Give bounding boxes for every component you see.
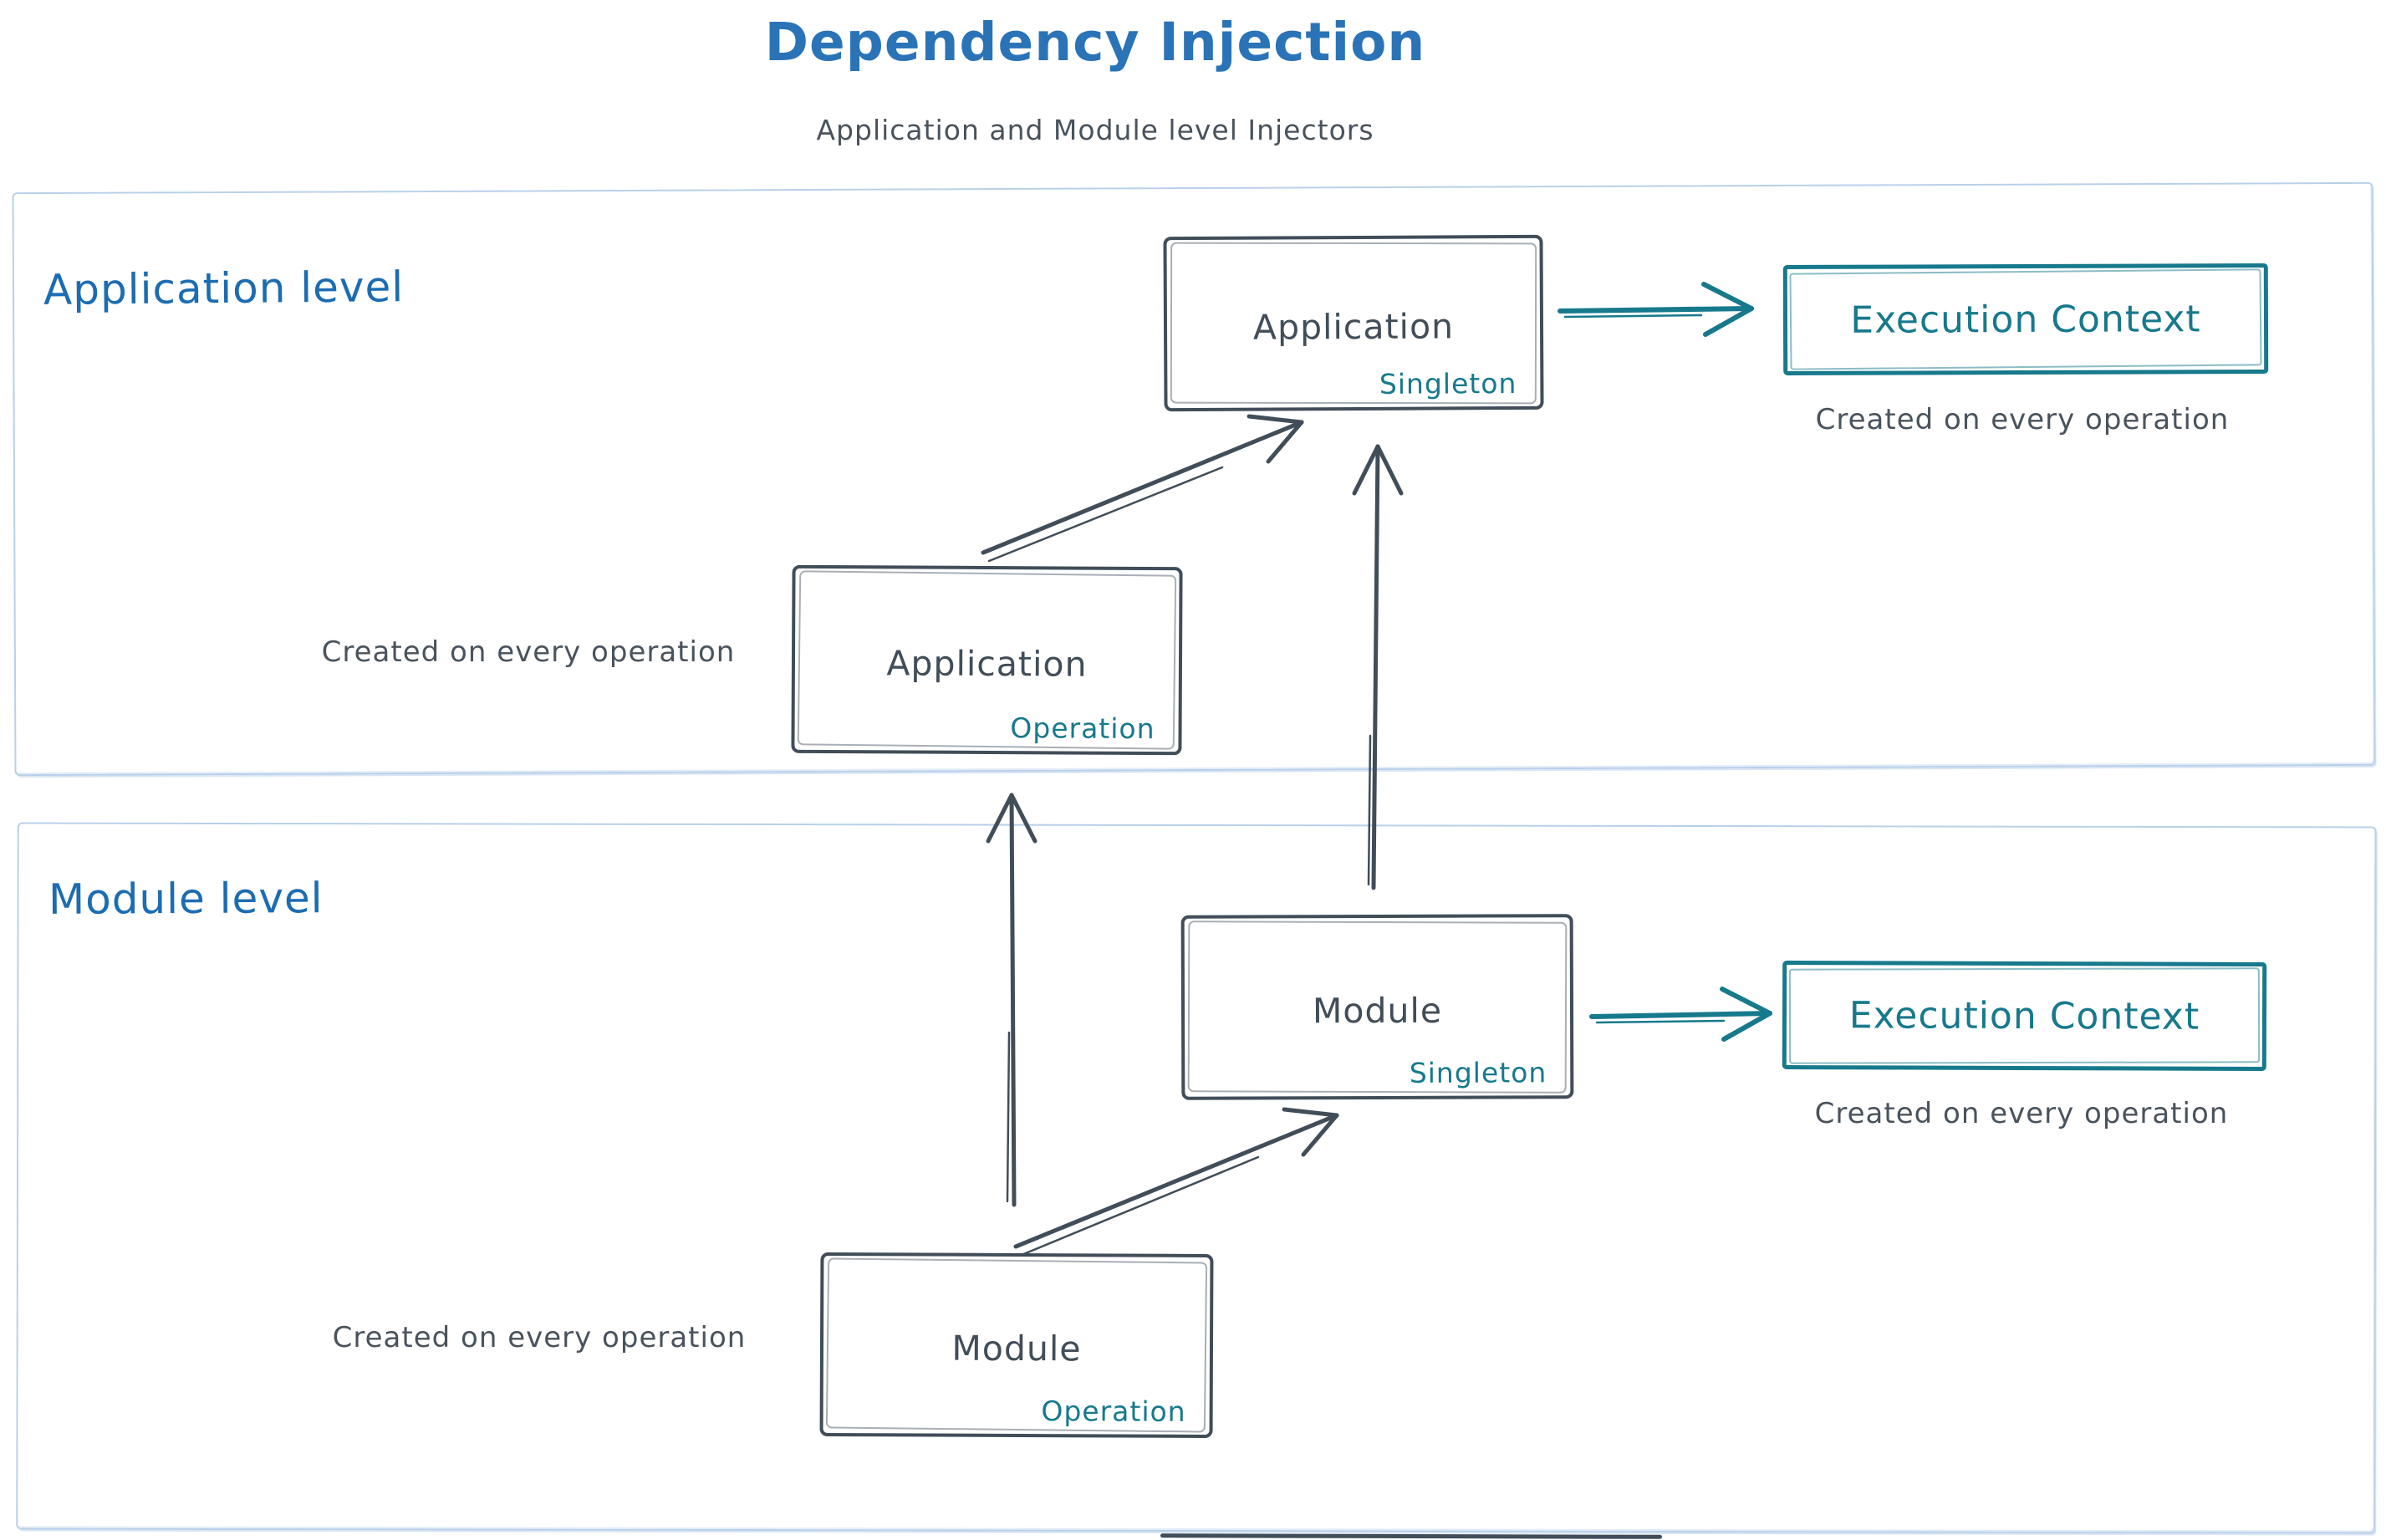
node-application-operation-title: Application bbox=[886, 642, 1088, 685]
execution-context-module-caption: Created on every operation bbox=[1814, 1097, 2229, 1130]
module-operation-caption: Created on every operation bbox=[332, 1321, 747, 1354]
application-operation-caption: Created on every operation bbox=[321, 635, 736, 669]
execution-context-application-caption: Created on every operation bbox=[1815, 403, 2230, 436]
node-application-operation-scope: Operation bbox=[1010, 711, 1155, 746]
page-subtitle: Application and Module level Injectors bbox=[816, 114, 1374, 146]
execution-context-module-label: Execution Context bbox=[1848, 993, 2200, 1038]
execution-context-box-application: Execution Context bbox=[1782, 263, 2269, 376]
node-application-singleton-title: Application bbox=[1252, 305, 1455, 348]
execution-context-box-module: Execution Context bbox=[1782, 960, 2267, 1072]
module-level-label: Module level bbox=[48, 874, 324, 924]
node-module-operation-title: Module bbox=[951, 1328, 1082, 1369]
bottom-edge-artifact-line bbox=[1160, 1533, 1663, 1539]
node-module-singleton: Module Singleton bbox=[1180, 914, 1574, 1100]
application-level-label: Application level bbox=[43, 263, 405, 314]
page-title: Dependency Injection bbox=[764, 12, 1426, 73]
node-module-singleton-title: Module bbox=[1312, 990, 1443, 1031]
node-application-singleton-scope: Singleton bbox=[1379, 366, 1517, 400]
node-application-singleton: Application Singleton bbox=[1163, 234, 1544, 412]
node-application-operation: Application Operation bbox=[791, 564, 1183, 756]
node-module-operation-scope: Operation bbox=[1041, 1395, 1186, 1428]
node-module-singleton-scope: Singleton bbox=[1409, 1056, 1547, 1089]
node-module-operation: Module Operation bbox=[819, 1252, 1214, 1439]
execution-context-application-label: Execution Context bbox=[1850, 297, 2201, 342]
